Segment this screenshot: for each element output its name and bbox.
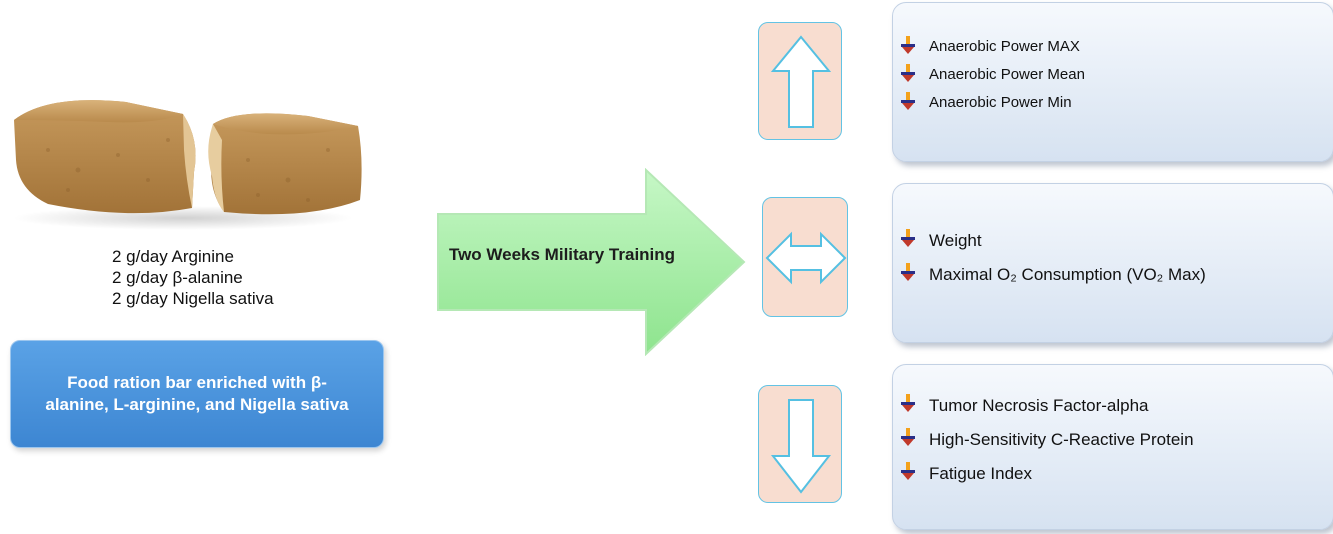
outcome-item: Anaerobic Power Min — [893, 89, 1333, 117]
arrow-down-bullet-icon — [901, 229, 915, 247]
dose-nigella-sativa: 2 g/day Nigella sativa — [112, 289, 274, 308]
arrow-down-bullet-icon — [901, 462, 915, 480]
arrow-down-bullet-icon — [901, 92, 915, 110]
increase-outcomes-panel: Anaerobic Power MAX Anaerobic Power Mean… — [892, 2, 1333, 162]
intervention-arrow-icon — [437, 168, 746, 356]
decrease-indicator — [758, 385, 842, 503]
arrow-down-bullet-icon — [901, 428, 915, 446]
dose-arginine: 2 g/day Arginine — [112, 247, 234, 266]
outcome-label: Anaerobic Power Min — [929, 94, 1072, 111]
no-change-outcomes-panel: Weight Maximal O₂ Consumption (VO₂ Max) — [892, 183, 1333, 343]
dose-list: 2 g/day Arginine 2 g/day β-alanine 2 g/d… — [112, 246, 274, 309]
outcome-item: Anaerobic Power MAX — [893, 33, 1333, 61]
outcome-label: Weight — [929, 231, 982, 250]
arrow-down-outline-icon — [770, 399, 832, 494]
arrow-down-bullet-icon — [901, 36, 915, 54]
dose-beta-alanine: 2 g/day β-alanine — [112, 268, 243, 287]
outcome-label: Anaerobic Power Mean — [929, 66, 1085, 83]
outcome-label: High-Sensitivity C-Reactive Protein — [929, 430, 1194, 449]
arrow-down-bullet-icon — [901, 263, 915, 281]
intervention-label: Two Weeks Military Training — [448, 245, 676, 264]
outcome-item: Tumor Necrosis Factor-alpha — [893, 389, 1333, 423]
arrow-down-bullet-icon — [901, 394, 915, 412]
no-change-indicator — [762, 197, 848, 317]
arrow-up-outline-icon — [770, 35, 832, 128]
food-bar-photo — [13, 100, 362, 230]
outcome-label: Fatigue Index — [929, 464, 1033, 483]
outcome-item: Weight — [893, 224, 1333, 258]
outcome-item: Anaerobic Power Mean — [893, 61, 1333, 89]
ration-bar-box: Food ration bar enriched with β-alanine,… — [10, 340, 384, 448]
outcome-label: Anaerobic Power MAX — [929, 38, 1080, 55]
ration-bar-label: Food ration bar enriched with β-alanine,… — [45, 373, 349, 414]
arrow-down-bullet-icon — [901, 64, 915, 82]
decrease-outcomes-panel: Tumor Necrosis Factor-alpha High-Sensiti… — [892, 364, 1333, 530]
outcome-item: High-Sensitivity C-Reactive Protein — [893, 423, 1333, 457]
outcome-label: Maximal O₂ Consumption (VO₂ Max) — [929, 265, 1206, 284]
outcome-item: Maximal O₂ Consumption (VO₂ Max) — [893, 258, 1333, 292]
increase-indicator — [758, 22, 842, 140]
outcome-label: Tumor Necrosis Factor-alpha — [929, 396, 1149, 415]
arrow-left-right-outline-icon — [765, 231, 847, 285]
outcome-item: Fatigue Index — [893, 457, 1333, 491]
